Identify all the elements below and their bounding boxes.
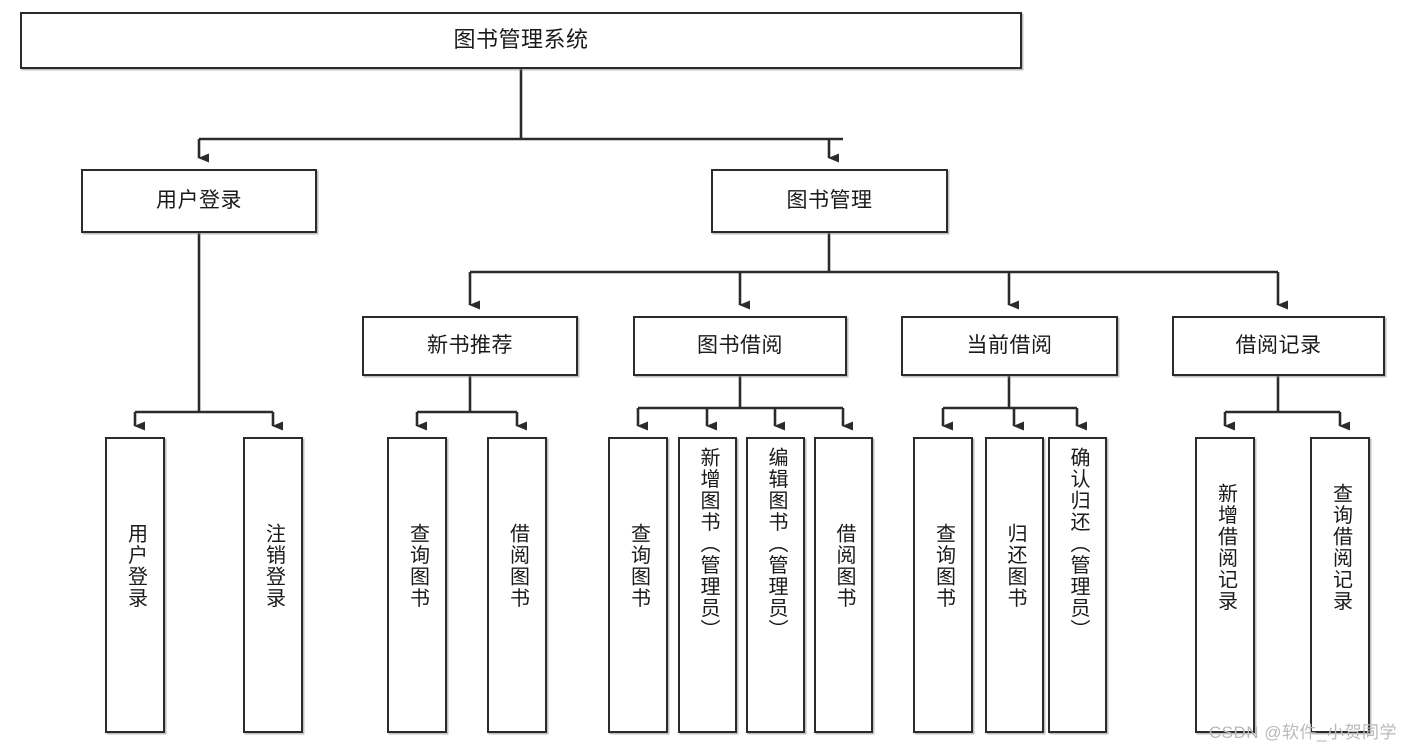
node-book-management[interactable]: 图书管理 bbox=[711, 169, 948, 233]
leaf-query-books-current-label: 查询图书 bbox=[932, 523, 955, 609]
leaf-return-book[interactable]: 归还图书 bbox=[985, 437, 1044, 733]
leaf-borrow-books-recommend[interactable]: 借阅图书 bbox=[487, 437, 547, 733]
leaf-query-books-borrow[interactable]: 查询图书 bbox=[608, 437, 668, 733]
leaf-edit-book-admin-label: 编辑图书（管理员） bbox=[765, 447, 787, 641]
leaf-confirm-return-admin[interactable]: 确认归还（管理员） bbox=[1048, 437, 1107, 733]
leaf-user-login-label: 用户登录 bbox=[124, 523, 147, 609]
leaf-borrow-book-label: 借阅图书 bbox=[833, 523, 855, 609]
node-borrow-records[interactable]: 借阅记录 bbox=[1172, 316, 1385, 376]
node-current-borrow-label: 当前借阅 bbox=[966, 334, 1053, 358]
leaf-borrow-books-recommend-label: 借阅图书 bbox=[506, 523, 529, 609]
leaf-query-books-current[interactable]: 查询图书 bbox=[913, 437, 973, 733]
node-new-book-recommend[interactable]: 新书推荐 bbox=[362, 316, 578, 376]
leaf-borrow-book[interactable]: 借阅图书 bbox=[814, 437, 873, 733]
node-current-borrow[interactable]: 当前借阅 bbox=[901, 316, 1118, 376]
leaf-add-book-admin-label: 新增图书（管理员） bbox=[697, 447, 719, 641]
leaf-return-book-label: 归还图书 bbox=[1004, 523, 1026, 609]
node-user-login-label: 用户登录 bbox=[156, 189, 242, 213]
node-book-management-label: 图书管理 bbox=[786, 189, 873, 213]
csdn-watermark: CSDN @软件_小贺同学 bbox=[1208, 723, 1397, 742]
leaf-logout-label: 注销登录 bbox=[262, 523, 285, 609]
leaf-confirm-return-admin-label: 确认归还（管理员） bbox=[1067, 447, 1089, 641]
leaf-query-borrow-record-label: 查询借阅记录 bbox=[1329, 483, 1352, 612]
node-root-label: 图书管理系统 bbox=[453, 27, 589, 53]
leaf-query-books-recommend-label: 查询图书 bbox=[406, 523, 429, 609]
node-user-login[interactable]: 用户登录 bbox=[81, 169, 317, 233]
node-new-book-recommend-label: 新书推荐 bbox=[427, 334, 513, 358]
leaf-edit-book-admin[interactable]: 编辑图书（管理员） bbox=[746, 437, 805, 733]
leaf-add-borrow-record[interactable]: 新增借阅记录 bbox=[1195, 437, 1255, 733]
node-book-borrow[interactable]: 图书借阅 bbox=[633, 316, 847, 376]
leaf-add-borrow-record-label: 新增借阅记录 bbox=[1214, 483, 1237, 612]
leaf-user-login[interactable]: 用户登录 bbox=[105, 437, 165, 733]
leaf-logout[interactable]: 注销登录 bbox=[243, 437, 303, 733]
leaf-query-borrow-record[interactable]: 查询借阅记录 bbox=[1310, 437, 1370, 733]
node-book-borrow-label: 图书借阅 bbox=[697, 334, 783, 358]
leaf-query-books-recommend[interactable]: 查询图书 bbox=[387, 437, 447, 733]
leaf-add-book-admin[interactable]: 新增图书（管理员） bbox=[678, 437, 737, 733]
node-borrow-records-label: 借阅记录 bbox=[1235, 334, 1322, 358]
node-root[interactable]: 图书管理系统 bbox=[20, 12, 1022, 69]
leaf-query-books-borrow-label: 查询图书 bbox=[627, 523, 650, 609]
